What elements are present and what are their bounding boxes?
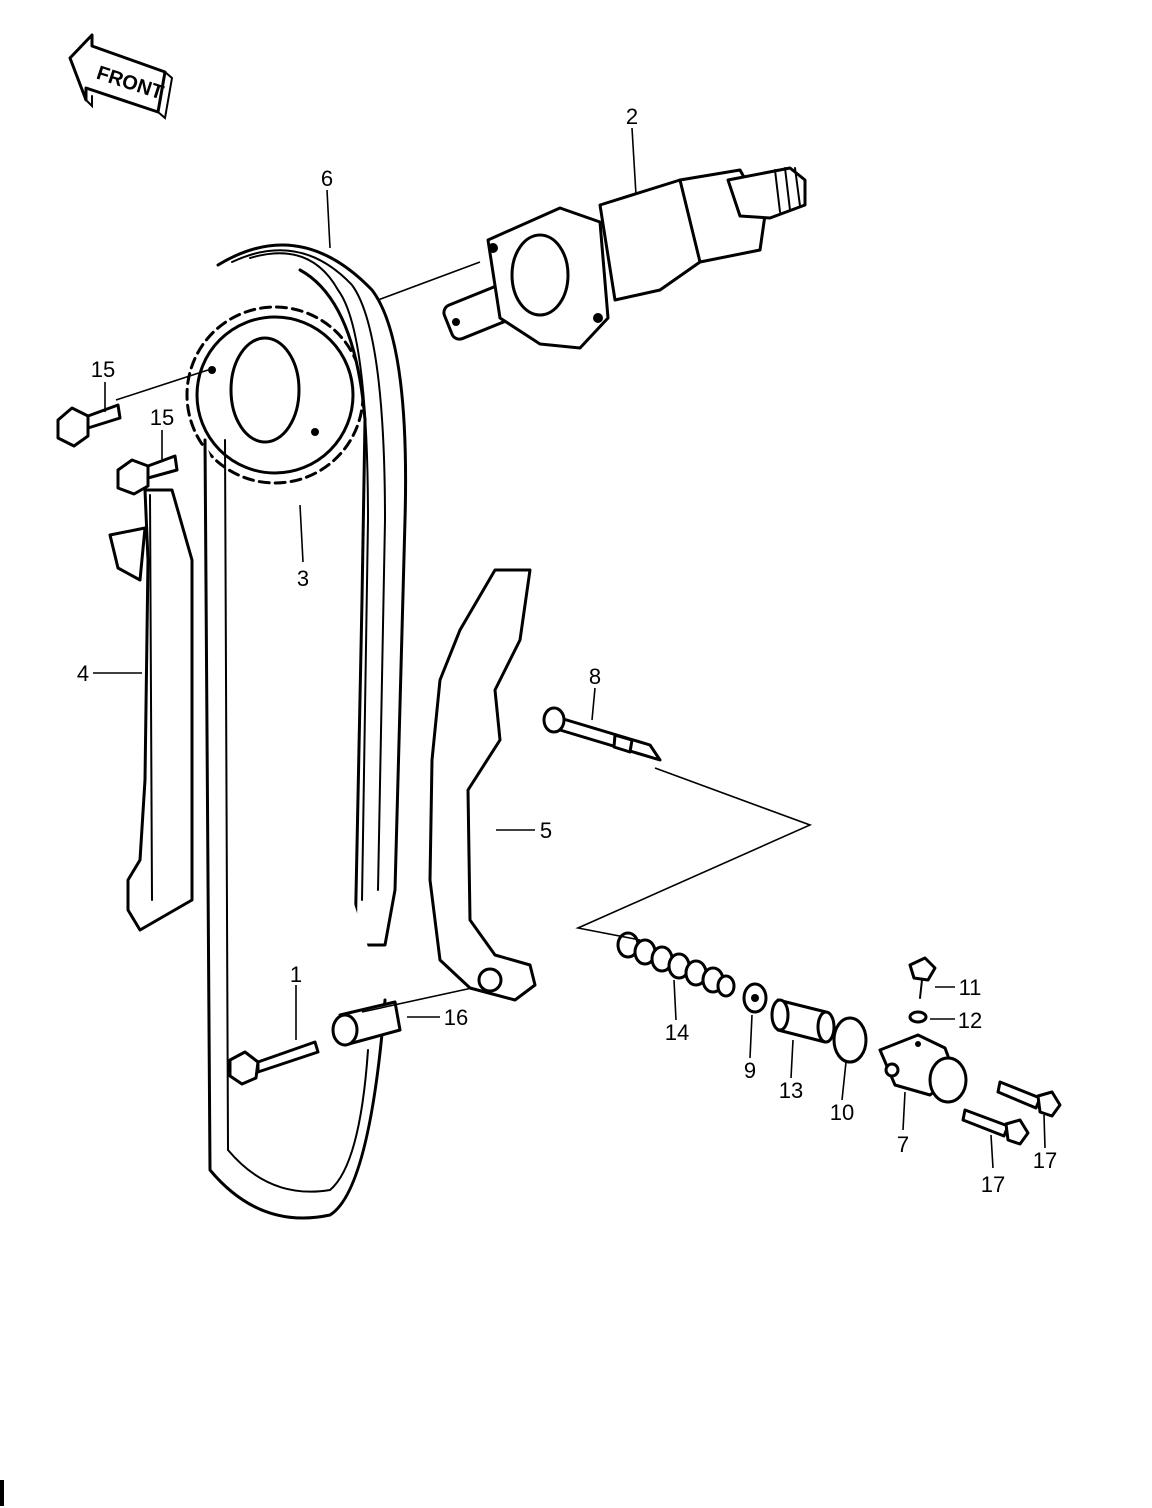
callout-17-right: 17 [1033, 1148, 1057, 1173]
bolts-17 [961, 1080, 1062, 1146]
spring [616, 931, 736, 998]
callout-15-upper: 15 [91, 357, 115, 382]
callout-13: 13 [779, 1078, 803, 1103]
chain-guide [108, 488, 194, 932]
callout-5: 5 [540, 818, 552, 843]
washer-12 [908, 1010, 928, 1024]
bolt-15-lower [116, 454, 179, 496]
callout-10: 10 [830, 1100, 854, 1125]
tensioner-body [878, 1033, 968, 1104]
callout-8: 8 [589, 664, 601, 689]
bolt-15-upper [56, 403, 122, 448]
callout-2: 2 [626, 104, 638, 129]
callout-12: 12 [958, 1008, 982, 1033]
callout-7: 7 [897, 1132, 909, 1157]
callout-17-left: 17 [981, 1172, 1005, 1197]
camshaft [442, 166, 807, 350]
callout-9: 9 [744, 1058, 756, 1083]
page-edge-mark [0, 1480, 4, 1506]
callout-11: 11 [959, 975, 982, 1000]
callout-4: 4 [77, 661, 89, 686]
leader-lines [93, 127, 1046, 1169]
callout-16: 16 [444, 1005, 468, 1030]
callout-15-lower: 15 [150, 405, 174, 430]
bolt-11 [908, 956, 937, 999]
pin [542, 706, 662, 762]
camshaft-sprocket [185, 305, 365, 485]
callout-labels: 1 2 3 4 5 6 7 8 9 10 11 12 13 14 15 15 1… [77, 104, 1057, 1197]
callout-1: 1 [290, 962, 302, 987]
bolt-1 [228, 1040, 320, 1086]
tensioner-parts [742, 982, 868, 1064]
front-arrow-icon: FRONT [68, 33, 174, 120]
callout-6: 6 [321, 166, 333, 191]
callout-14: 14 [665, 1020, 689, 1045]
collar-16 [331, 1000, 402, 1047]
tensioner-arm [428, 568, 537, 1002]
callout-3: 3 [297, 566, 309, 591]
